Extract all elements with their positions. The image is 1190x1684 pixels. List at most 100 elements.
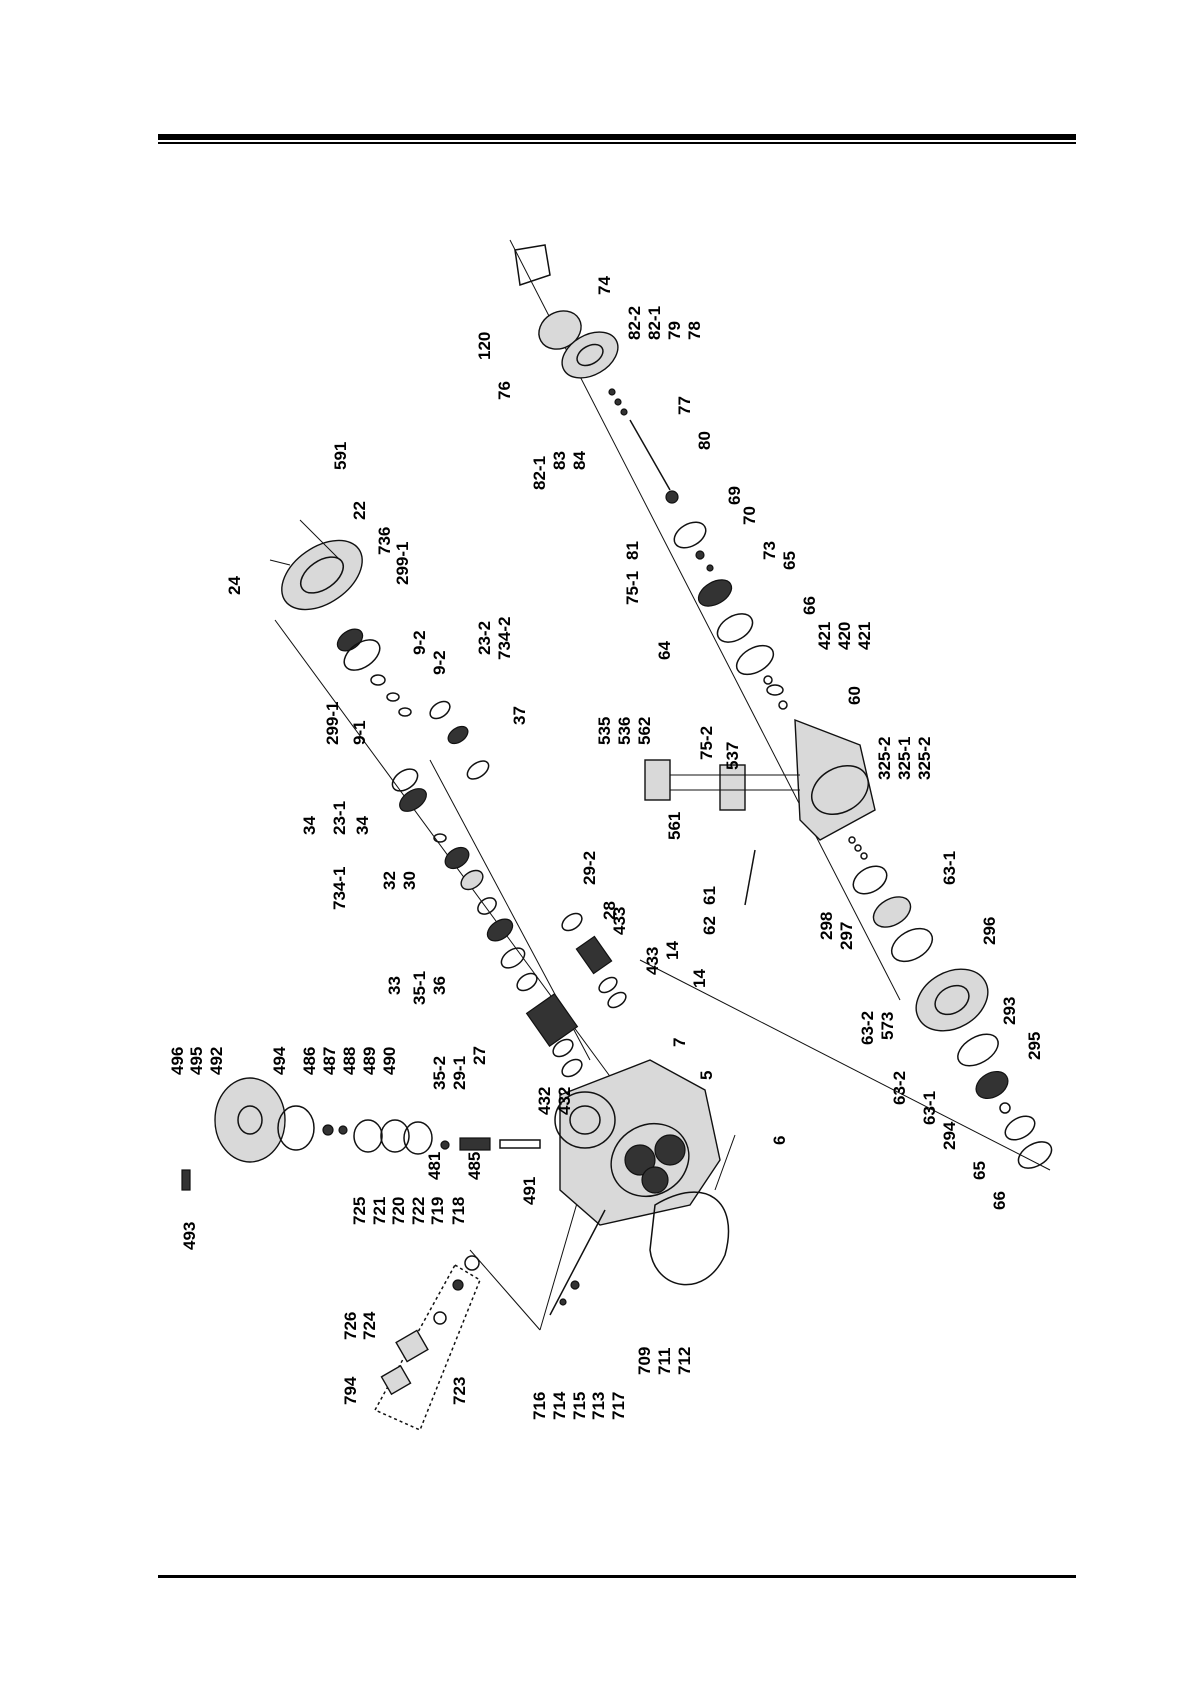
- part-label: 70: [740, 506, 759, 525]
- part-label: 7: [670, 1038, 689, 1047]
- part-label: 723: [450, 1377, 469, 1405]
- part-label: 573: [878, 1012, 897, 1040]
- part-label: 298: [817, 912, 836, 940]
- part-label: 725: [350, 1197, 369, 1225]
- part-label: 325-2: [915, 737, 934, 780]
- part-label: 66: [800, 596, 819, 615]
- part-label: 34: [353, 816, 372, 835]
- part-label: 591: [331, 442, 350, 470]
- part-label: 65: [780, 551, 799, 570]
- part-label: 724: [360, 1311, 379, 1340]
- part-label: 722: [409, 1197, 428, 1225]
- part-label: 734-2: [495, 617, 514, 660]
- part-label: 82-2: [625, 306, 644, 340]
- cover-492: [181, 1077, 541, 1191]
- part-label: 325-2: [875, 737, 894, 780]
- part-label: 420: [835, 622, 854, 650]
- part-label: 29-1: [450, 1056, 469, 1090]
- part-label: 14: [663, 941, 682, 960]
- main-housing: [554, 1059, 721, 1226]
- part-label: 83: [550, 451, 569, 470]
- valve-group-723: [373, 1255, 481, 1432]
- part-label: 493: [180, 1222, 199, 1250]
- part-label: 535: [595, 717, 614, 745]
- part-label: 296: [980, 917, 999, 945]
- part-label: 35-1: [410, 971, 429, 1005]
- part-label: 28: [600, 901, 619, 920]
- part-label: 120: [475, 332, 494, 360]
- part-label: 82-1: [645, 306, 664, 340]
- part-label: 78: [685, 321, 704, 340]
- part-label: 24: [225, 576, 244, 595]
- part-label: 432: [535, 1087, 554, 1115]
- part-label: 736: [375, 527, 394, 555]
- part-label: 721: [370, 1197, 389, 1225]
- part-label: 63-1: [920, 1091, 939, 1125]
- part-label: 713: [589, 1392, 608, 1420]
- part-label: 65: [970, 1161, 989, 1180]
- part-label: 734-1: [330, 867, 349, 910]
- part-label: 494: [270, 1046, 289, 1075]
- part-label: 36: [430, 976, 449, 995]
- plate-297: [848, 836, 934, 963]
- part-label: 294: [940, 1121, 959, 1150]
- part-label: 297: [837, 922, 856, 950]
- piston-64: [673, 521, 788, 710]
- part-label: 35-2: [430, 1056, 449, 1090]
- part-label: 80: [695, 431, 714, 450]
- cylinder-74: [514, 244, 679, 504]
- part-label: 490: [380, 1047, 399, 1075]
- part-label: 5: [697, 1071, 716, 1080]
- part-label: 76: [495, 381, 514, 400]
- part-label: 79: [665, 321, 684, 340]
- header-rule-thin: [158, 142, 1076, 144]
- part-label: 562: [635, 717, 654, 745]
- part-label: 73: [760, 541, 779, 560]
- part-label: 299-1: [393, 542, 412, 585]
- part-label: 6: [770, 1136, 789, 1145]
- part-label: 9-2: [430, 650, 449, 675]
- part-label: 9-2: [410, 630, 429, 655]
- part-label: 62: [700, 916, 719, 935]
- part-label: 14: [690, 969, 709, 988]
- part-label: 30: [400, 871, 419, 890]
- part-label: 433: [610, 907, 629, 935]
- part-label: 726: [341, 1312, 360, 1340]
- footer-rule: [158, 1575, 1076, 1578]
- part-label: 33: [385, 976, 404, 995]
- part-label: 485: [465, 1152, 484, 1180]
- bearing-23-1: [391, 768, 538, 992]
- part-label: 299-1: [323, 702, 342, 745]
- part-label: 712: [675, 1347, 694, 1375]
- part-label: 561: [665, 812, 684, 840]
- part-label: 536: [615, 717, 634, 745]
- header-rule: [158, 134, 1076, 140]
- part-label: 77: [675, 396, 694, 415]
- part-label: 492: [207, 1047, 226, 1075]
- part-label: 719: [428, 1197, 447, 1225]
- gear-27: [525, 993, 583, 1078]
- part-label: 794: [341, 1376, 360, 1405]
- part-label: 23-2: [475, 621, 494, 655]
- part-label: 491: [520, 1177, 539, 1205]
- part-label: 32: [380, 871, 399, 890]
- part-label: 74: [595, 276, 614, 295]
- shaft-709: [549, 1209, 606, 1316]
- part-label: 63-2: [858, 1011, 877, 1045]
- part-label: 718: [449, 1197, 468, 1225]
- part-label: 82-1: [530, 456, 549, 490]
- part-label: 295: [1025, 1032, 1044, 1060]
- part-label: 81: [623, 541, 642, 560]
- part-label: 37: [510, 706, 529, 725]
- part-label: 433: [643, 947, 662, 975]
- part-label: 63-1: [940, 851, 959, 885]
- part-label: 22: [350, 501, 369, 520]
- part-label: 64: [655, 641, 674, 660]
- part-label: 293: [1000, 997, 1019, 1025]
- part-label: 34: [300, 816, 319, 835]
- part-label: 720: [389, 1197, 408, 1225]
- part-label: 69: [725, 486, 744, 505]
- part-label: 709: [635, 1347, 654, 1375]
- part-label: 421: [855, 622, 874, 650]
